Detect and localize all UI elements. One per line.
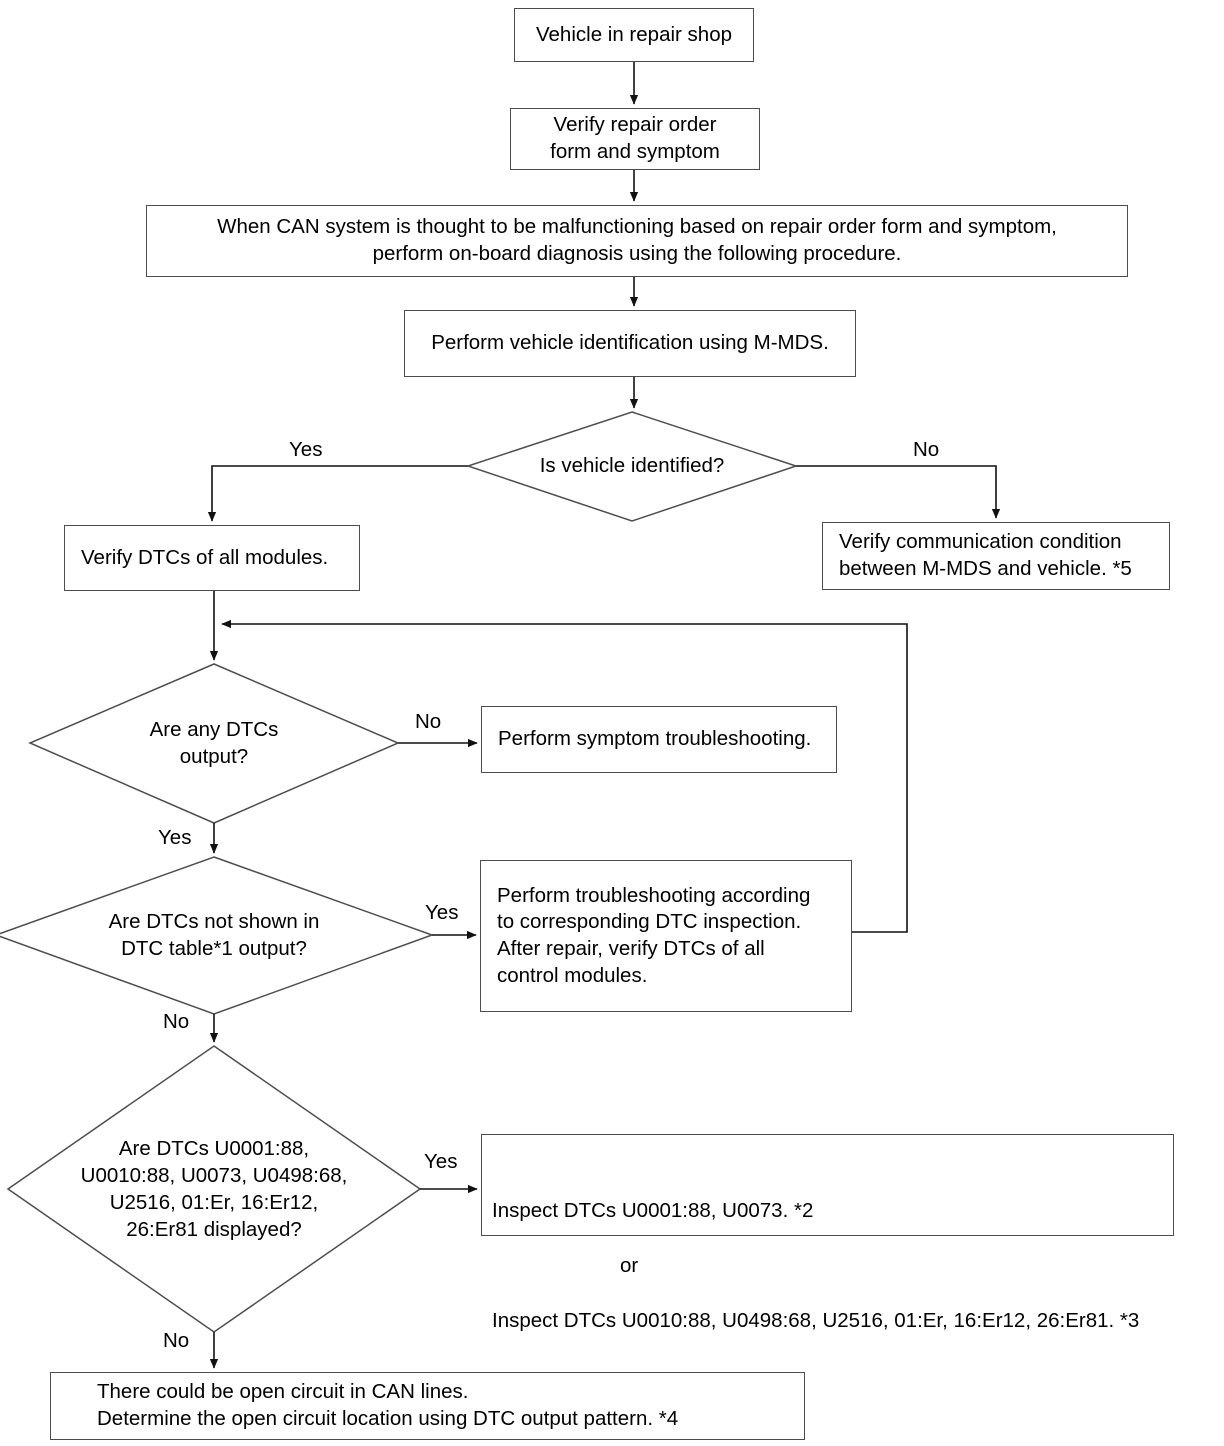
node-inspect-dtcs-line3: Inspect DTCs U0010:88, U0498:68, U2516, …	[492, 1308, 1140, 1332]
node-perform-symptom-troubleshooting-label: Perform symptom troubleshooting.	[498, 727, 812, 751]
decision-dtc-list-shape	[6, 1045, 422, 1333]
node-perform-symptom-troubleshooting: Perform symptom troubleshooting.	[481, 706, 837, 773]
node-can-system-note: When CAN system is thought to be malfunc…	[146, 205, 1128, 277]
node-verify-repair-order-label: Verify repair order form and symptom	[550, 113, 720, 163]
edge-label-dtc-list-no: No	[163, 1329, 190, 1352]
edge-label-identified-yes: Yes	[289, 438, 323, 461]
edge-label-any-dtcs-no: No	[415, 710, 442, 733]
decision-any-dtcs-label: Are any DTCs output?	[149, 717, 279, 768]
edge-identified-yes	[207, 465, 468, 522]
edge-label-dtc-list-yes: Yes	[424, 1150, 458, 1173]
edge-identified-no	[796, 465, 1001, 519]
decision-vehicle-identified-label: Is vehicle identified?	[539, 454, 725, 478]
edge-label-not-in-table-yes: Yes	[425, 901, 459, 924]
edge-label-any-dtcs-yes: Yes	[158, 826, 192, 849]
node-verify-dtcs-all-modules-label: Verify DTCs of all modules.	[81, 545, 329, 569]
decision-dtcs-not-in-table-shape	[0, 856, 435, 1015]
node-inspect-dtcs-or: or	[620, 1254, 639, 1278]
node-verify-communication-condition-label: Verify communication condition between M…	[839, 530, 1132, 580]
node-perform-vehicle-identification-label: Perform vehicle identification using M-M…	[431, 331, 829, 355]
node-open-circuit-can-lines: There could be open circuit in CAN lines…	[50, 1372, 805, 1440]
node-perform-troubleshooting-dtc-inspection: Perform troubleshooting according to cor…	[480, 860, 852, 1012]
node-perform-vehicle-identification: Perform vehicle identification using M-M…	[404, 310, 856, 377]
node-verify-repair-order: Verify repair order form and symptom	[510, 108, 760, 170]
node-perform-troubleshooting-dtc-inspection-label: Perform troubleshooting according to cor…	[497, 883, 811, 987]
node-vehicle-in-repair-shop-label: Vehicle in repair shop	[535, 22, 732, 46]
decision-any-dtcs-shape	[28, 663, 400, 824]
decision-dtc-list-label: Are DTCs U0001:88, U0010:88, U0073, U049…	[80, 1136, 348, 1242]
node-can-system-note-label: When CAN system is thought to be malfunc…	[217, 215, 1057, 265]
edge-label-identified-no: No	[913, 438, 940, 461]
decision-dtcs-not-in-table-label: Are DTCs not shown in DTC table*1 output…	[108, 909, 320, 960]
node-verify-communication-condition: Verify communication condition between M…	[822, 522, 1170, 590]
node-inspect-dtcs-line1: Inspect DTCs U0001:88, U0073. *2	[492, 1199, 814, 1223]
node-open-circuit-can-lines-label: There could be open circuit in CAN lines…	[97, 1380, 679, 1430]
edge-label-not-in-table-no: No	[163, 1010, 190, 1033]
node-verify-dtcs-all-modules: Verify DTCs of all modules.	[64, 525, 360, 591]
node-inspect-dtcs: Inspect DTCs U0001:88, U0073. *2 or Insp…	[481, 1134, 1174, 1332]
decision-vehicle-identified-shape	[465, 411, 799, 522]
node-vehicle-in-repair-shop: Vehicle in repair shop	[514, 8, 754, 62]
